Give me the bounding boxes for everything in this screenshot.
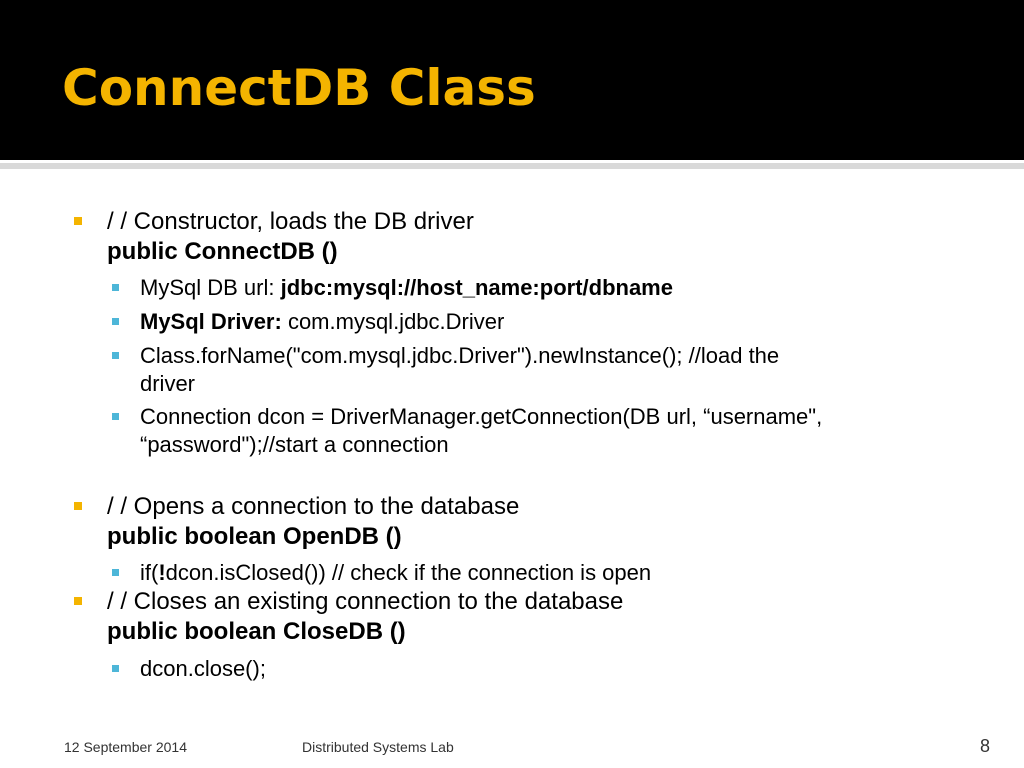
- title-bar: [0, 0, 1024, 160]
- footer-date: 12 September 2014: [64, 739, 187, 755]
- sub-bullet-line: Class.forName("com.mysql.jdbc.Driver").n…: [140, 343, 780, 368]
- bullet-open-db: / / Opens a connection to the database p…: [74, 492, 520, 552]
- bullet-marker: [74, 217, 82, 225]
- sub-bullet-value: com.mysql.jdbc.Driver: [281, 309, 505, 334]
- sub-bullet-class-forname: Class.forName("com.mysql.jdbc.Driver").n…: [112, 342, 780, 398]
- sub-bullet-line: “password");//start a connection: [140, 432, 449, 457]
- sub-bullet-close: dcon.close();: [112, 655, 266, 683]
- bullet-marker: [74, 597, 82, 605]
- method-signature: public boolean OpenDB (): [107, 523, 402, 550]
- bullet-comment: / / Opens a connection to the database: [107, 493, 520, 520]
- sub-bullet-value: jdbc:mysql://host_name:port/dbname: [280, 275, 673, 300]
- sub-bullet-text: dcon.close();: [140, 656, 266, 681]
- sub-bullet-marker: [112, 284, 119, 291]
- sub-bullet-connection: Connection dcon = DriverManager.getConne…: [112, 403, 823, 459]
- sub-bullet-label: MySql Driver:: [140, 309, 282, 334]
- sub-bullet-line: driver: [140, 371, 196, 396]
- page-number: 8: [979, 736, 990, 756]
- bullet-marker: [74, 502, 82, 510]
- bullet-constructor: / / Constructor, loads the DB driver pub…: [74, 207, 474, 267]
- sub-bullet-marker: [112, 413, 119, 420]
- method-signature: public boolean CloseDB (): [107, 618, 406, 645]
- sub-bullet-marker: [112, 569, 119, 576]
- sub-bullet-is-closed: if(!dcon.isClosed()) // check if the con…: [112, 559, 652, 587]
- sub-bullet-marker: [112, 352, 119, 359]
- bullet-comment: / / Closes an existing connection to the…: [107, 588, 624, 615]
- sub-bullet-marker: [112, 665, 119, 672]
- sub-bullet-text: if(: [140, 560, 159, 585]
- sub-bullet-line: Connection dcon = DriverManager.getConne…: [140, 404, 823, 429]
- sub-bullet-text: dcon.isClosed()) // check if the connect…: [165, 560, 652, 585]
- sub-bullet-marker: [112, 318, 119, 325]
- sub-bullet-db-url: MySql DB url: jdbc:mysql://host_name:por…: [112, 274, 673, 302]
- bullet-comment: / / Constructor, loads the DB driver: [107, 208, 474, 235]
- sub-bullet-not-operator: !: [158, 560, 166, 585]
- slide-title: ConnectDB Class: [62, 59, 536, 117]
- title-divider: [0, 163, 1024, 169]
- footer-course: Distributed Systems Lab: [302, 739, 454, 755]
- sub-bullet-driver: MySql Driver: com.mysql.jdbc.Driver: [112, 308, 505, 336]
- method-signature: public ConnectDB (): [107, 238, 338, 265]
- bullet-close-db: / / Closes an existing connection to the…: [74, 587, 624, 647]
- sub-bullet-label: MySql DB url:: [140, 275, 281, 300]
